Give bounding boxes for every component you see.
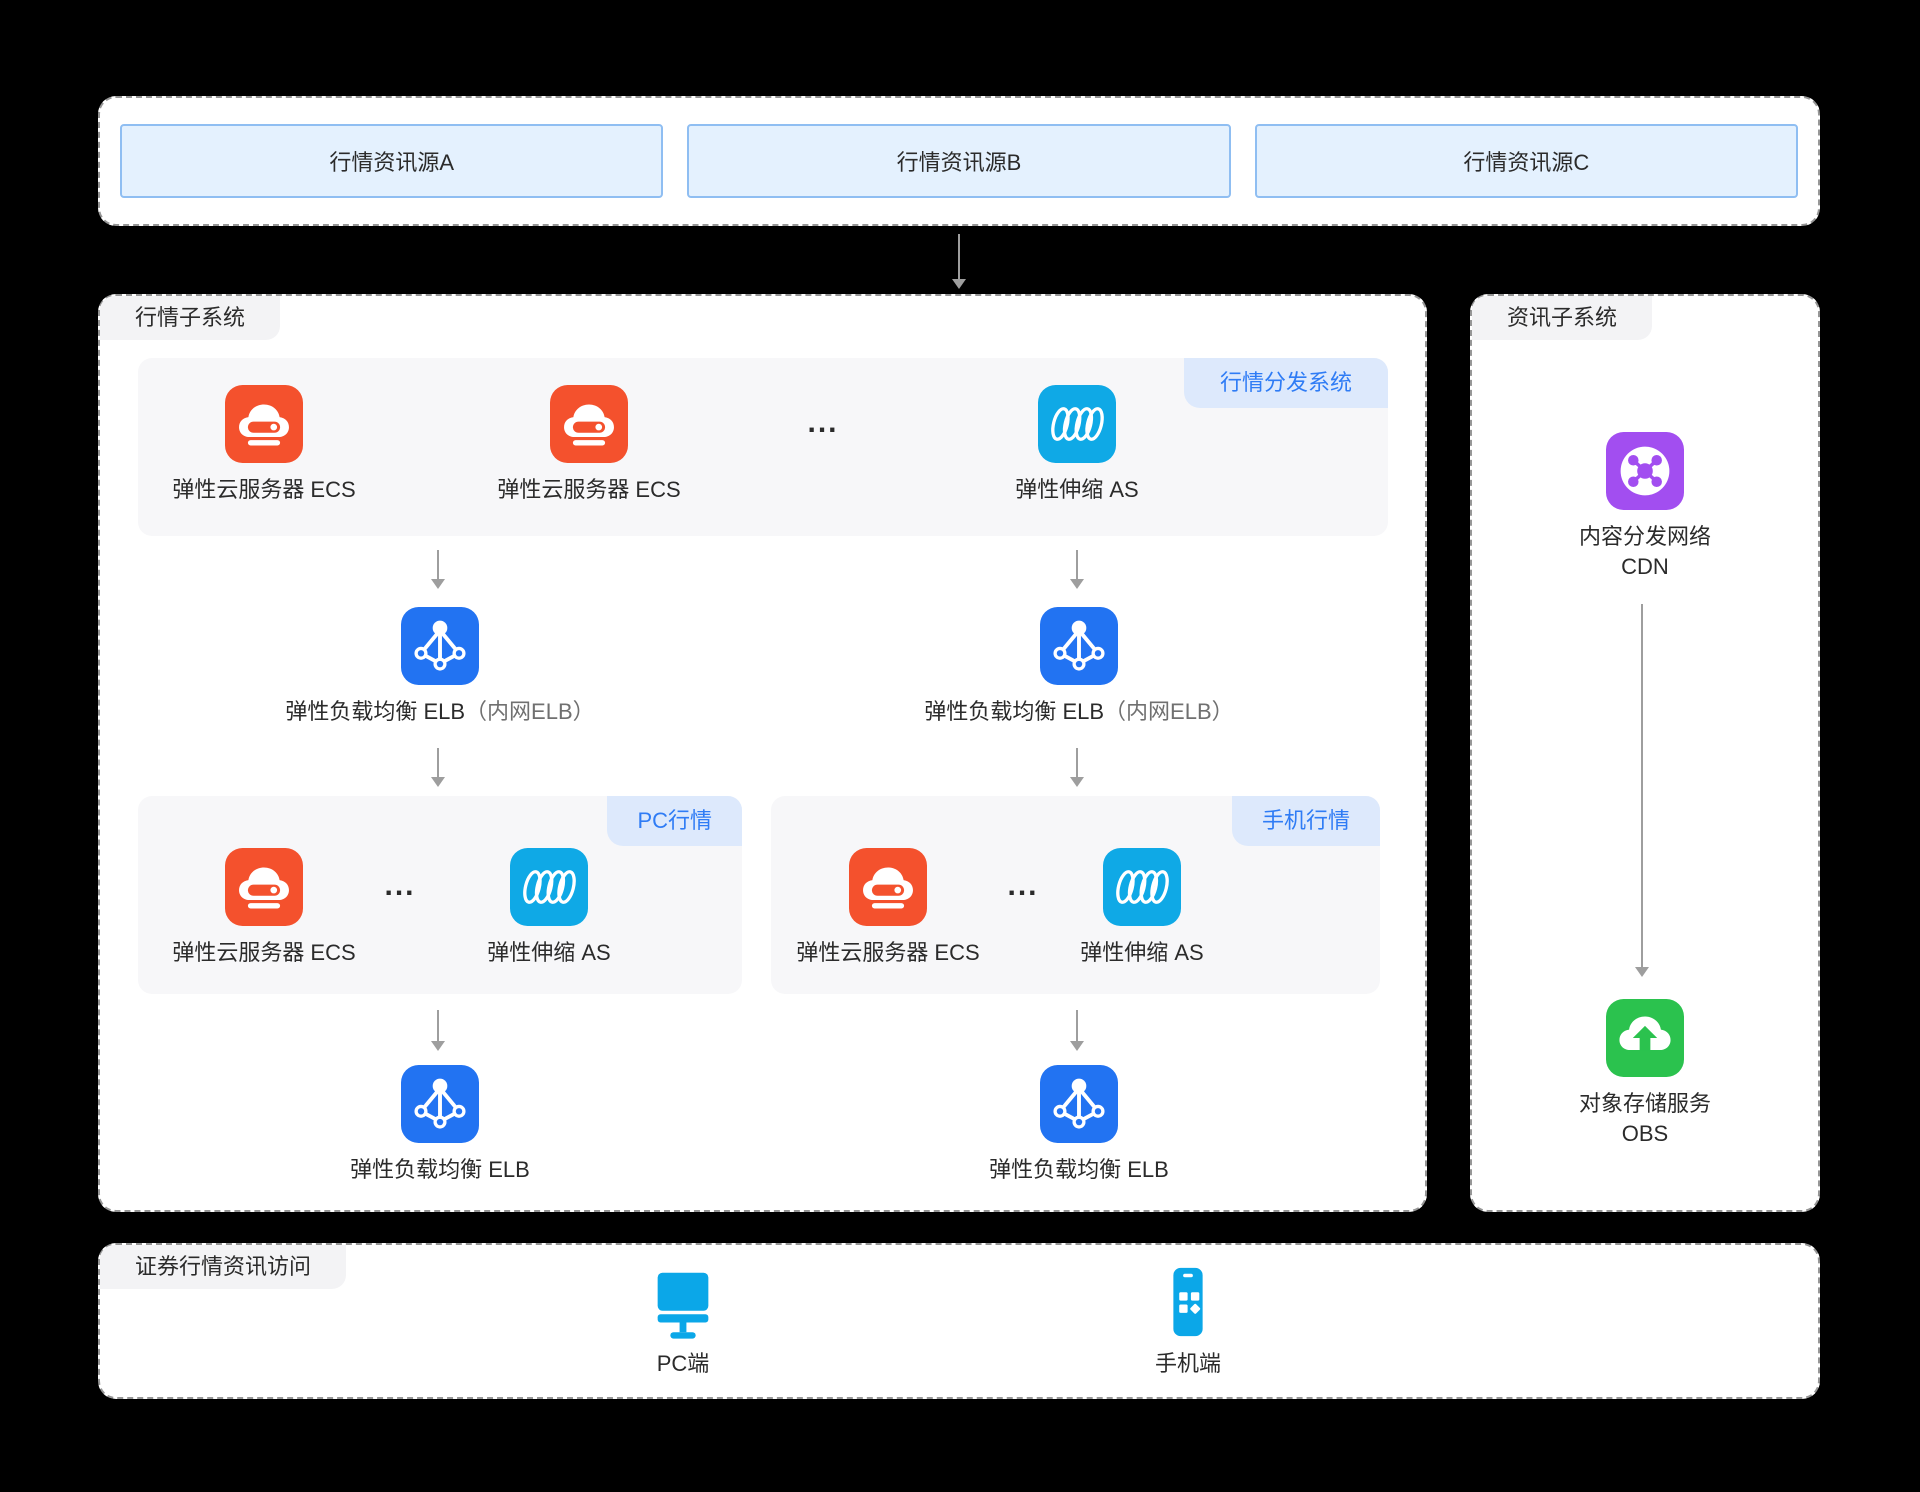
elb-internal-label: 弹性负载均衡 ELB（内网ELB） (924, 697, 1233, 727)
elb-icon (401, 607, 479, 685)
cdn-icon (1606, 432, 1684, 510)
access-box: 证券行情资讯访问 PC端 手机端 (98, 1243, 1820, 1399)
down-arrow (431, 550, 445, 589)
source-b: 行情资讯源B (687, 124, 1231, 198)
elb-icon (1040, 607, 1118, 685)
elb-label-paren: （内网ELB） (1104, 699, 1234, 724)
cdn-node: 内容分发网络 CDN (1535, 432, 1755, 582)
elb-internal-node: 弹性负载均衡 ELB（内网ELB） (220, 607, 660, 727)
distribution-badge: 行情分发系统 (1183, 358, 1388, 408)
autoscaling-icon (1103, 848, 1181, 926)
phone-icon (1173, 1267, 1203, 1337)
down-arrow (952, 234, 966, 289)
autoscaling-icon (510, 848, 588, 926)
ecs-icon (225, 385, 303, 463)
down-arrow (1070, 550, 1084, 589)
as-node: 弹性伸缩 AS (439, 848, 659, 968)
down-arrow (1070, 748, 1084, 787)
ecs-icon (849, 848, 927, 926)
ellipsis: ... (1007, 869, 1039, 902)
obs-node: 对象存储服务 OBS (1535, 999, 1755, 1149)
elb-label-main: 弹性负载均衡 ELB (924, 699, 1105, 724)
cdn-label-line1: 内容分发网络 (1578, 524, 1711, 549)
market-sources-box: 行情资讯源A 行情资讯源B 行情资讯源C (98, 96, 1820, 226)
elb-node: 弹性负载均衡 ELB (220, 1065, 660, 1185)
elb-label: 弹性负载均衡 ELB (350, 1157, 530, 1182)
mobile-market-panel: 手机行情 弹性云服务器 ECS ... 弹性伸缩 AS (771, 796, 1380, 994)
source-a: 行情资讯源A (120, 124, 664, 198)
cdn-label: 内容分发网络 CDN (1579, 522, 1711, 582)
obs-label-line1: 对象存储服务 (1578, 1091, 1711, 1116)
as-label: 弹性伸缩 AS (1015, 477, 1139, 502)
mobile-client-label: 手机端 (1154, 1351, 1221, 1376)
obs-label: 对象存储服务 OBS (1579, 1089, 1711, 1149)
down-arrow (431, 1010, 445, 1051)
market-subsystem-box: 行情子系统 行情分发系统 弹性云服务器 ECS 弹性云服务器 ECS ... 弹… (98, 294, 1427, 1212)
as-label: 弹性伸缩 AS (487, 940, 611, 965)
pc-market-panel: PC行情 弹性云服务器 ECS ... 弹性伸缩 AS (138, 796, 742, 994)
ecs-icon (550, 385, 628, 463)
ellipsis: ... (807, 406, 839, 439)
ecs-label: 弹性云服务器 ECS (172, 477, 356, 502)
as-label: 弹性伸缩 AS (1080, 940, 1204, 965)
ecs-node: 弹性云服务器 ECS (778, 848, 998, 968)
obs-label-line2: OBS (1621, 1121, 1669, 1146)
info-subsystem-tab: 资讯子系统 (1472, 296, 1653, 340)
source-row: 行情资讯源A 行情资讯源B 行情资讯源C (100, 98, 1818, 224)
elb-icon (1040, 1065, 1118, 1143)
ecs-label: 弹性云服务器 ECS (497, 477, 681, 502)
elb-node: 弹性负载均衡 ELB (859, 1065, 1299, 1185)
elb-label-main: 弹性负载均衡 ELB (285, 699, 466, 724)
down-arrow (1070, 1010, 1084, 1051)
ecs-node: 弹性云服务器 ECS (154, 385, 374, 505)
elb-label-paren: （内网ELB） (465, 699, 595, 724)
pc-monitor-icon (657, 1272, 709, 1339)
access-tab: 证券行情资讯访问 (100, 1245, 347, 1289)
cdn-label-line2: CDN (1621, 554, 1669, 579)
ecs-node: 弹性云服务器 ECS (479, 385, 699, 505)
pc-client-label: PC端 (656, 1351, 710, 1376)
info-subsystem-box: 资讯子系统 内容分发网络 CDN 对象存储服务 OBS (1470, 294, 1820, 1212)
cdn-to-obs-arrow (1635, 604, 1649, 977)
elb-internal-label: 弹性负载均衡 ELB（内网ELB） (285, 697, 594, 727)
obs-icon (1606, 999, 1684, 1077)
elb-internal-node: 弹性负载均衡 ELB（内网ELB） (859, 607, 1299, 727)
as-node: 弹性伸缩 AS (967, 385, 1187, 505)
elb-icon (401, 1065, 479, 1143)
pc-client-node: PC端 (583, 1263, 783, 1379)
distribution-panel: 行情分发系统 弹性云服务器 ECS 弹性云服务器 ECS ... 弹性伸缩 AS (138, 358, 1388, 536)
ellipsis: ... (384, 869, 416, 902)
pc-market-badge: PC行情 (607, 796, 742, 846)
ecs-node: 弹性云服务器 ECS (154, 848, 374, 968)
ecs-label: 弹性云服务器 ECS (172, 940, 356, 965)
ecs-icon (225, 848, 303, 926)
ecs-label: 弹性云服务器 ECS (796, 940, 980, 965)
source-c: 行情资讯源C (1254, 124, 1798, 198)
mobile-client-node: 手机端 (1088, 1263, 1288, 1379)
mobile-market-badge: 手机行情 (1231, 796, 1380, 846)
down-arrow (431, 748, 445, 787)
as-node: 弹性伸缩 AS (1032, 848, 1252, 968)
autoscaling-icon (1038, 385, 1116, 463)
elb-label: 弹性负载均衡 ELB (989, 1157, 1169, 1182)
market-subsystem-tab: 行情子系统 (100, 296, 281, 340)
